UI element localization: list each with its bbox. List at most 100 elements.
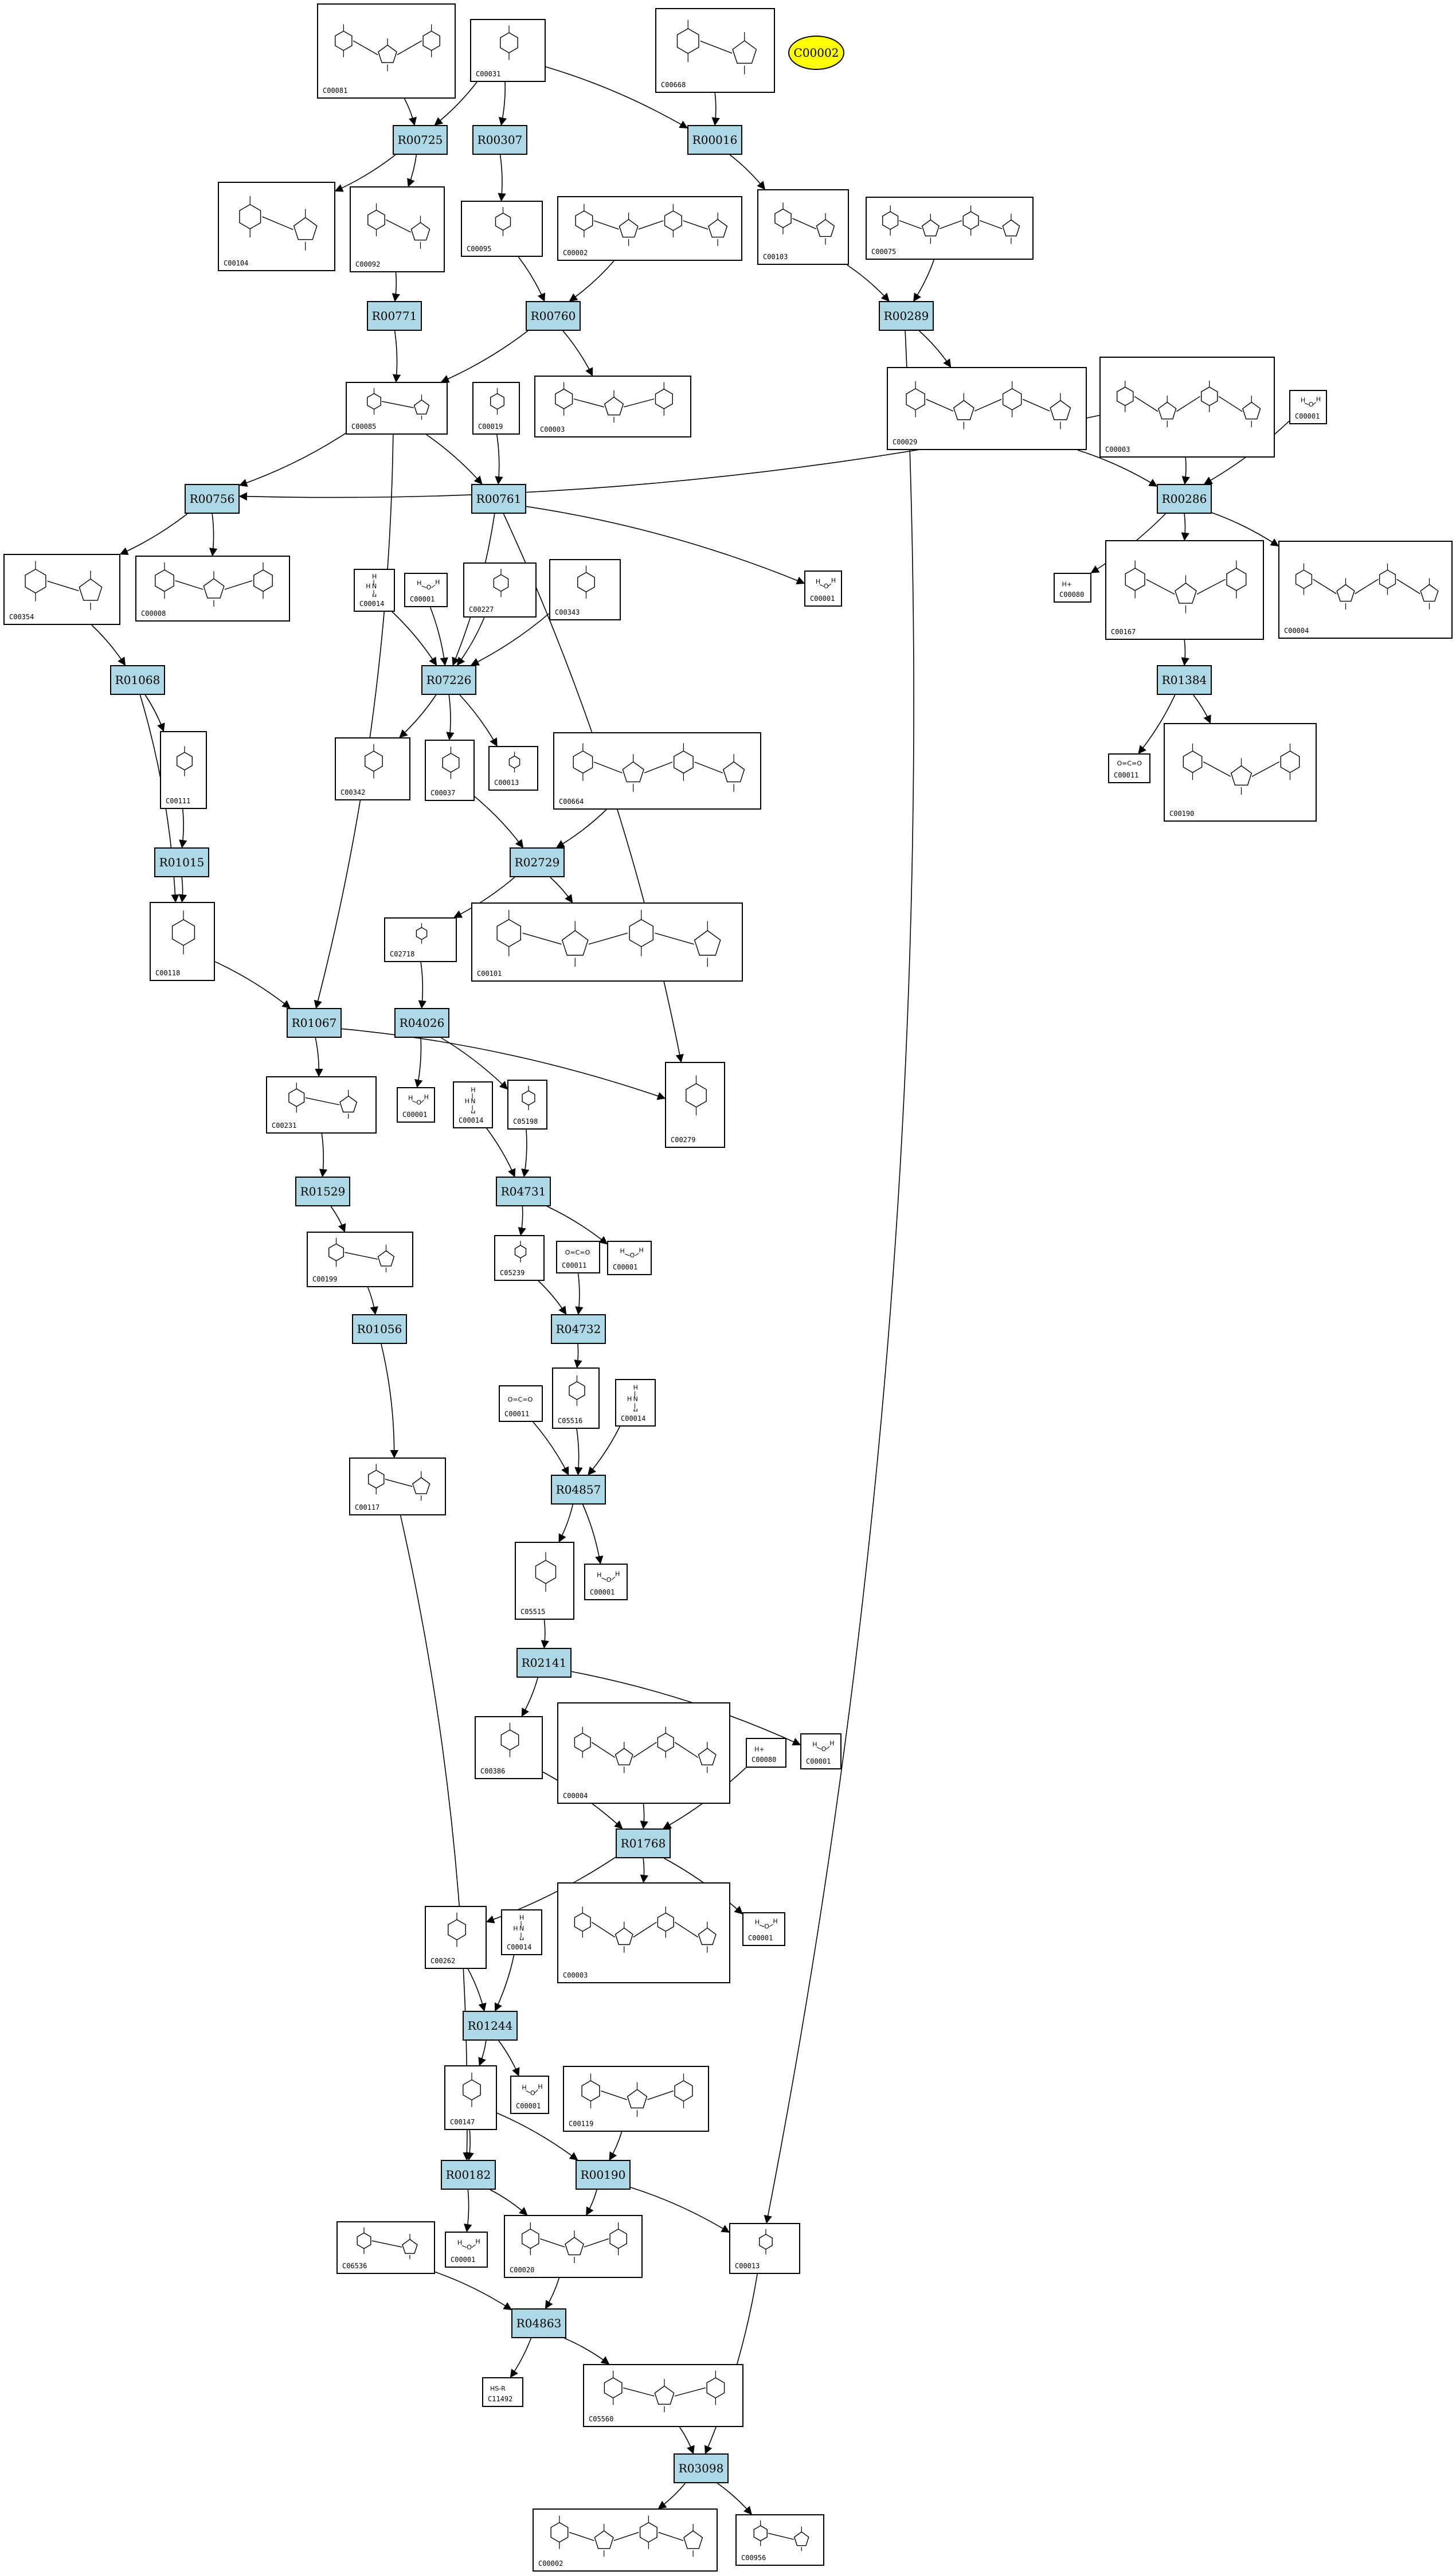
reaction-node[interactable]: R01244 bbox=[463, 2011, 518, 2041]
compound-node[interactable]: C00262 bbox=[425, 1906, 487, 1969]
compound-node[interactable]: C00104 bbox=[218, 182, 335, 271]
compound-node[interactable]: C00167 bbox=[1105, 540, 1264, 640]
reaction-node[interactable]: R01067 bbox=[287, 1008, 342, 1038]
compound-node[interactable]: C00013 bbox=[488, 746, 538, 791]
compound-node[interactable]: C00013 bbox=[729, 2223, 800, 2274]
compound-node[interactable]: C05560 bbox=[583, 2364, 743, 2427]
reaction-node[interactable]: R01068 bbox=[110, 665, 165, 695]
reaction-node[interactable]: R00756 bbox=[185, 484, 240, 514]
compound-node[interactable]: C00119 bbox=[563, 2066, 709, 2132]
compound-node[interactable]: C00002 bbox=[557, 196, 742, 261]
compound-node[interactable]: C00003 bbox=[557, 1882, 730, 1983]
compound-node[interactable]: C00003 bbox=[534, 376, 691, 437]
reaction-node[interactable]: R00771 bbox=[367, 301, 422, 331]
reaction-node[interactable]: R02729 bbox=[510, 847, 565, 877]
reaction-node[interactable]: R00725 bbox=[393, 125, 448, 155]
reaction-node[interactable]: R00016 bbox=[687, 125, 742, 155]
compound-node[interactable]: C00199 bbox=[307, 1232, 413, 1287]
compound-node[interactable]: C00343 bbox=[549, 559, 621, 620]
reaction-node[interactable]: R01056 bbox=[352, 1314, 407, 1344]
compound-node[interactable]: C00190 bbox=[1164, 723, 1317, 822]
compound-node[interactable]: C06536 bbox=[336, 2221, 435, 2274]
compound-node[interactable]: C00008 bbox=[135, 556, 290, 622]
compound-node[interactable]: C00037 bbox=[425, 740, 475, 801]
compound-node[interactable]: C00101 bbox=[471, 902, 743, 982]
compound-node[interactable]: C00031 bbox=[470, 19, 546, 82]
structure-drawing: H O H bbox=[449, 2236, 483, 2253]
compound-node[interactable]: C05239 bbox=[494, 1235, 545, 1281]
compound-node[interactable]: C05516 bbox=[552, 1367, 600, 1429]
compound-node[interactable]: C00003 bbox=[1099, 357, 1275, 458]
compound-node[interactable]: H+C00080 bbox=[1054, 573, 1091, 603]
reaction-node[interactable]: R07226 bbox=[421, 665, 476, 695]
reaction-node[interactable]: R01015 bbox=[154, 847, 209, 877]
compound-node[interactable]: C00092 bbox=[350, 186, 445, 272]
compound-node[interactable]: C00004 bbox=[1278, 541, 1453, 639]
reaction-node[interactable]: R00182 bbox=[441, 2160, 496, 2190]
compound-node[interactable]: C00668 bbox=[655, 8, 775, 93]
reaction-node[interactable]: R01768 bbox=[616, 1828, 671, 1858]
reaction-node[interactable]: R04863 bbox=[511, 2308, 566, 2338]
structure-drawing bbox=[557, 1372, 595, 1414]
compound-node[interactable]: C00004 bbox=[557, 1702, 730, 1804]
reaction-node[interactable]: R01529 bbox=[295, 1177, 350, 1206]
compound-node[interactable]: C00020 bbox=[504, 2215, 643, 2278]
compound-node[interactable]: C00279 bbox=[665, 1062, 725, 1148]
compound-node[interactable]: C00075 bbox=[866, 197, 1034, 260]
compound-node[interactable]: C00147 bbox=[444, 2065, 497, 2130]
reaction-node[interactable]: R00190 bbox=[576, 2160, 631, 2190]
reaction-node[interactable]: R04731 bbox=[496, 1177, 551, 1206]
compound-node[interactable]: C05515 bbox=[515, 1542, 574, 1620]
compound-node[interactable]: C00103 bbox=[757, 189, 849, 265]
compound-node[interactable]: C02718 bbox=[384, 917, 457, 962]
reaction-node[interactable]: R00760 bbox=[526, 301, 581, 331]
highlight-node[interactable]: C00002 bbox=[788, 36, 844, 70]
reaction-node[interactable]: R01384 bbox=[1157, 665, 1212, 695]
reaction-node[interactable]: R00289 bbox=[879, 301, 934, 331]
reaction-node[interactable]: R00761 bbox=[471, 484, 526, 514]
compound-node[interactable]: C00111 bbox=[160, 731, 207, 809]
compound-node[interactable]: C00118 bbox=[150, 902, 215, 981]
compound-node[interactable]: H+C00080 bbox=[746, 1738, 786, 1768]
compound-node[interactable]: C00117 bbox=[349, 1458, 446, 1515]
compound-node[interactable]: C00019 bbox=[472, 382, 520, 435]
compound-node[interactable]: C00081 bbox=[317, 3, 456, 99]
compound-node[interactable]: C00227 bbox=[463, 562, 537, 618]
compound-node[interactable]: C00231 bbox=[266, 1076, 377, 1134]
compound-node[interactable]: C00342 bbox=[335, 737, 410, 800]
reaction-node[interactable]: R03098 bbox=[674, 2453, 729, 2483]
compound-node[interactable]: C00085 bbox=[346, 382, 448, 435]
reaction-node[interactable]: R00286 bbox=[1157, 484, 1212, 514]
reaction-node[interactable]: R04026 bbox=[394, 1008, 449, 1038]
reaction-node[interactable]: R04857 bbox=[551, 1475, 606, 1505]
compound-node[interactable]: C00002 bbox=[533, 2508, 718, 2572]
reaction-node[interactable]: R02141 bbox=[516, 1648, 572, 1678]
compound-node[interactable]: C00029 bbox=[887, 367, 1087, 450]
compound-node[interactable]: C00386 bbox=[475, 1716, 543, 1779]
compound-node[interactable]: C00956 bbox=[735, 2514, 824, 2566]
reaction-node[interactable]: R04732 bbox=[551, 1314, 606, 1344]
compound-node[interactable]: C05198 bbox=[507, 1080, 547, 1130]
compound-node[interactable]: C00354 bbox=[3, 554, 120, 625]
reaction-node[interactable]: R00307 bbox=[472, 125, 527, 155]
compound-node[interactable]: C00664 bbox=[553, 732, 761, 810]
compound-node[interactable]: C00095 bbox=[461, 201, 543, 257]
